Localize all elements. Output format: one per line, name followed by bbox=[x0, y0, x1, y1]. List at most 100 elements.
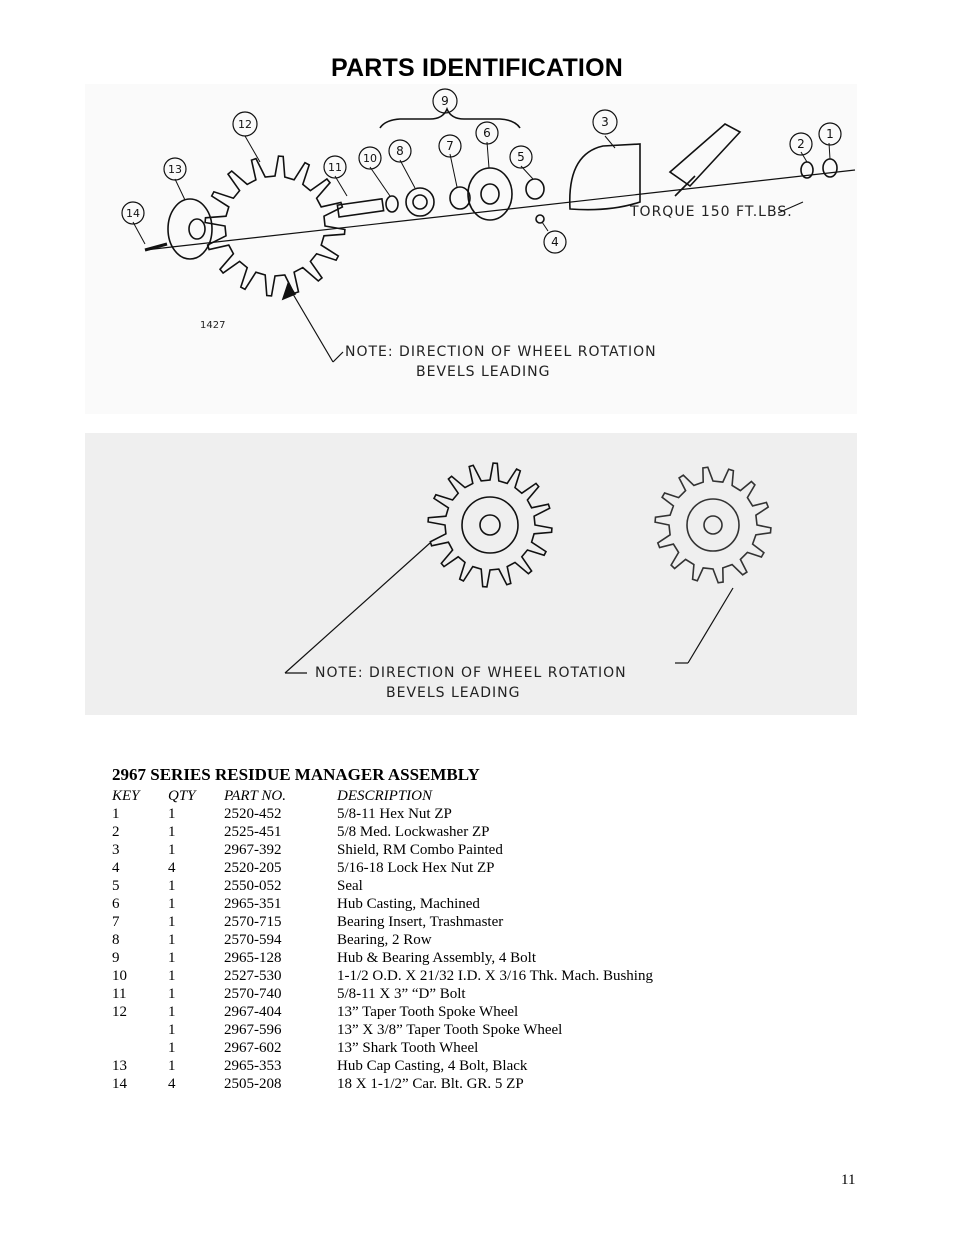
key-cell: 12 bbox=[112, 1004, 127, 1020]
qty-cell: 1 bbox=[168, 1058, 176, 1074]
spoke-wheel-drawing bbox=[204, 155, 346, 297]
part-number-cell: 2967-596 bbox=[224, 1022, 282, 1038]
column-header-key: KEY bbox=[112, 788, 140, 804]
part-number-cell: 2520-205 bbox=[224, 860, 282, 876]
callout-4: 4 bbox=[551, 235, 559, 249]
callout-3: 3 bbox=[601, 115, 609, 129]
key-cell: 10 bbox=[112, 968, 127, 984]
qty-cell: 1 bbox=[168, 842, 176, 858]
description-cell: Hub & Bearing Assembly, 4 Bolt bbox=[337, 950, 537, 966]
table-row: 14 4 2505-208 18 X 1-1/2” Car. Blt. GR. 5 Z… bbox=[112, 1075, 737, 1093]
description-cell: Hub Cap Casting, 4 Bolt, Black bbox=[337, 1058, 528, 1074]
torque-label: TORQUE 150 FT.LBS. bbox=[630, 204, 793, 220]
key-cell: 14 bbox=[112, 1076, 127, 1092]
exploded-assembly-drawing: 1 2 3 4 5 6 7 8 9 10 11 12 13 14 bbox=[121, 88, 856, 363]
page-number: 11 bbox=[841, 1172, 856, 1188]
key-cell: 5 bbox=[112, 878, 120, 894]
callout-14: 14 bbox=[126, 207, 140, 220]
assembly-heading: 2967 SERIES RESIDUE MANAGER ASSEMBLY bbox=[112, 765, 480, 784]
description-cell: 5/8-11 Hex Nut ZP bbox=[337, 806, 452, 822]
callout-7: 7 bbox=[446, 139, 454, 153]
qty-cell: 1 bbox=[168, 932, 176, 948]
key-cell: 9 bbox=[112, 950, 120, 966]
part-number-cell: 2525-451 bbox=[224, 824, 282, 840]
description-cell: 13” Shark Tooth Wheel bbox=[337, 1040, 479, 1056]
description-cell: Hub Casting, Machined bbox=[337, 896, 480, 912]
qty-cell: 1 bbox=[168, 1040, 176, 1056]
key-cell: 7 bbox=[112, 914, 120, 930]
qty-cell: 4 bbox=[168, 1076, 176, 1092]
part-number-cell: 2967-602 bbox=[224, 1040, 282, 1056]
description-cell: Bearing, 2 Row bbox=[337, 932, 432, 948]
description-cell: 18 X 1-1/2” Car. Blt. GR. 5 ZP bbox=[337, 1076, 524, 1092]
callout-2: 2 bbox=[797, 137, 805, 151]
description-cell: 13” Taper Tooth Spoke Wheel bbox=[337, 1004, 519, 1020]
shark-tooth-wheel-drawing bbox=[654, 466, 772, 584]
part-number-cell: 2967-392 bbox=[224, 842, 282, 858]
qty-cell: 4 bbox=[168, 860, 176, 876]
rotation-note-line1: NOTE: DIRECTION OF WHEEL ROTATION bbox=[345, 344, 657, 360]
rotation-note-line2: BEVELS LEADING bbox=[416, 364, 551, 380]
description-cell: Bearing Insert, Trashmaster bbox=[337, 914, 504, 930]
key-cell: 13 bbox=[112, 1058, 127, 1074]
table-row: 6 1 2965-351 Hub Casting, Machined bbox=[112, 895, 737, 913]
part-number-cell: 2965-351 bbox=[224, 896, 282, 912]
qty-cell: 1 bbox=[168, 968, 176, 984]
table-row: 13 1 2965-353 Hub Cap Casting, 4 Bolt, Blac… bbox=[112, 1057, 737, 1075]
description-cell: 5/16-18 Lock Hex Nut ZP bbox=[337, 860, 495, 876]
part-number-cell: 2550-052 bbox=[224, 878, 282, 894]
part-number-cell: 2965-353 bbox=[224, 1058, 282, 1074]
key-cell: 8 bbox=[112, 932, 120, 948]
key-cell: 11 bbox=[112, 986, 127, 1002]
callout-10: 10 bbox=[363, 152, 377, 165]
callout-9: 9 bbox=[441, 94, 449, 108]
qty-cell: 1 bbox=[168, 878, 176, 894]
page-title: PARTS IDENTIFICATION bbox=[331, 54, 623, 82]
table-row: 2 1 2525-451 5/8 Med. Lockwasher ZP bbox=[112, 823, 737, 841]
callout-8: 8 bbox=[396, 144, 404, 158]
parts-table-header: KEY QTY PART NO. DESCRIPTION bbox=[112, 787, 737, 805]
column-header-qty: QTY bbox=[168, 788, 196, 804]
column-header-part-no: PART NO. bbox=[224, 788, 286, 804]
key-cell: 2 bbox=[112, 824, 120, 840]
qty-cell: 1 bbox=[168, 896, 176, 912]
description-cell: 5/8 Med. Lockwasher ZP bbox=[337, 824, 490, 840]
part-number-cell: 2505-208 bbox=[224, 1076, 282, 1092]
qty-cell: 1 bbox=[168, 824, 176, 840]
drawing-number: 1427 bbox=[200, 320, 226, 331]
callout-5: 5 bbox=[517, 150, 525, 164]
table-row: 4 4 2520-205 5/16-18 Lock Hex Nut ZP bbox=[112, 859, 737, 877]
part-number-cell: 2520-452 bbox=[224, 806, 282, 822]
rotation-note-line2-bottom: BEVELS LEADING bbox=[386, 685, 521, 701]
callout-13: 13 bbox=[168, 163, 182, 176]
exploded-assembly-diagram: 1 2 3 4 5 6 7 8 9 10 11 12 13 14 TORQUE … bbox=[85, 84, 857, 414]
description-cell: 5/8-11 X 3” “D” Bolt bbox=[337, 986, 466, 1002]
key-cell bbox=[112, 1039, 168, 1057]
key-cell: 3 bbox=[112, 842, 120, 858]
wheel-rotation-diagram: NOTE: DIRECTION OF WHEEL ROTATION BEVELS… bbox=[85, 433, 857, 715]
key-cell: 4 bbox=[112, 860, 120, 876]
qty-cell: 1 bbox=[168, 950, 176, 966]
key-cell: 6 bbox=[112, 896, 120, 912]
key-cell: 1 bbox=[112, 806, 120, 822]
part-number-cell: 2527-530 bbox=[224, 968, 282, 984]
column-header-description: DESCRIPTION bbox=[337, 788, 432, 804]
qty-cell: 1 bbox=[168, 914, 176, 930]
part-number-cell: 2570-740 bbox=[224, 986, 282, 1002]
wheel-rotation-drawing bbox=[284, 462, 772, 674]
description-cell: 13” X 3/8” Taper Tooth Spoke Wheel bbox=[337, 1022, 563, 1038]
callout-1: 1 bbox=[826, 127, 834, 141]
spoke-wheel-drawing bbox=[427, 462, 553, 588]
part-number-cell: 2967-404 bbox=[224, 1004, 282, 1020]
